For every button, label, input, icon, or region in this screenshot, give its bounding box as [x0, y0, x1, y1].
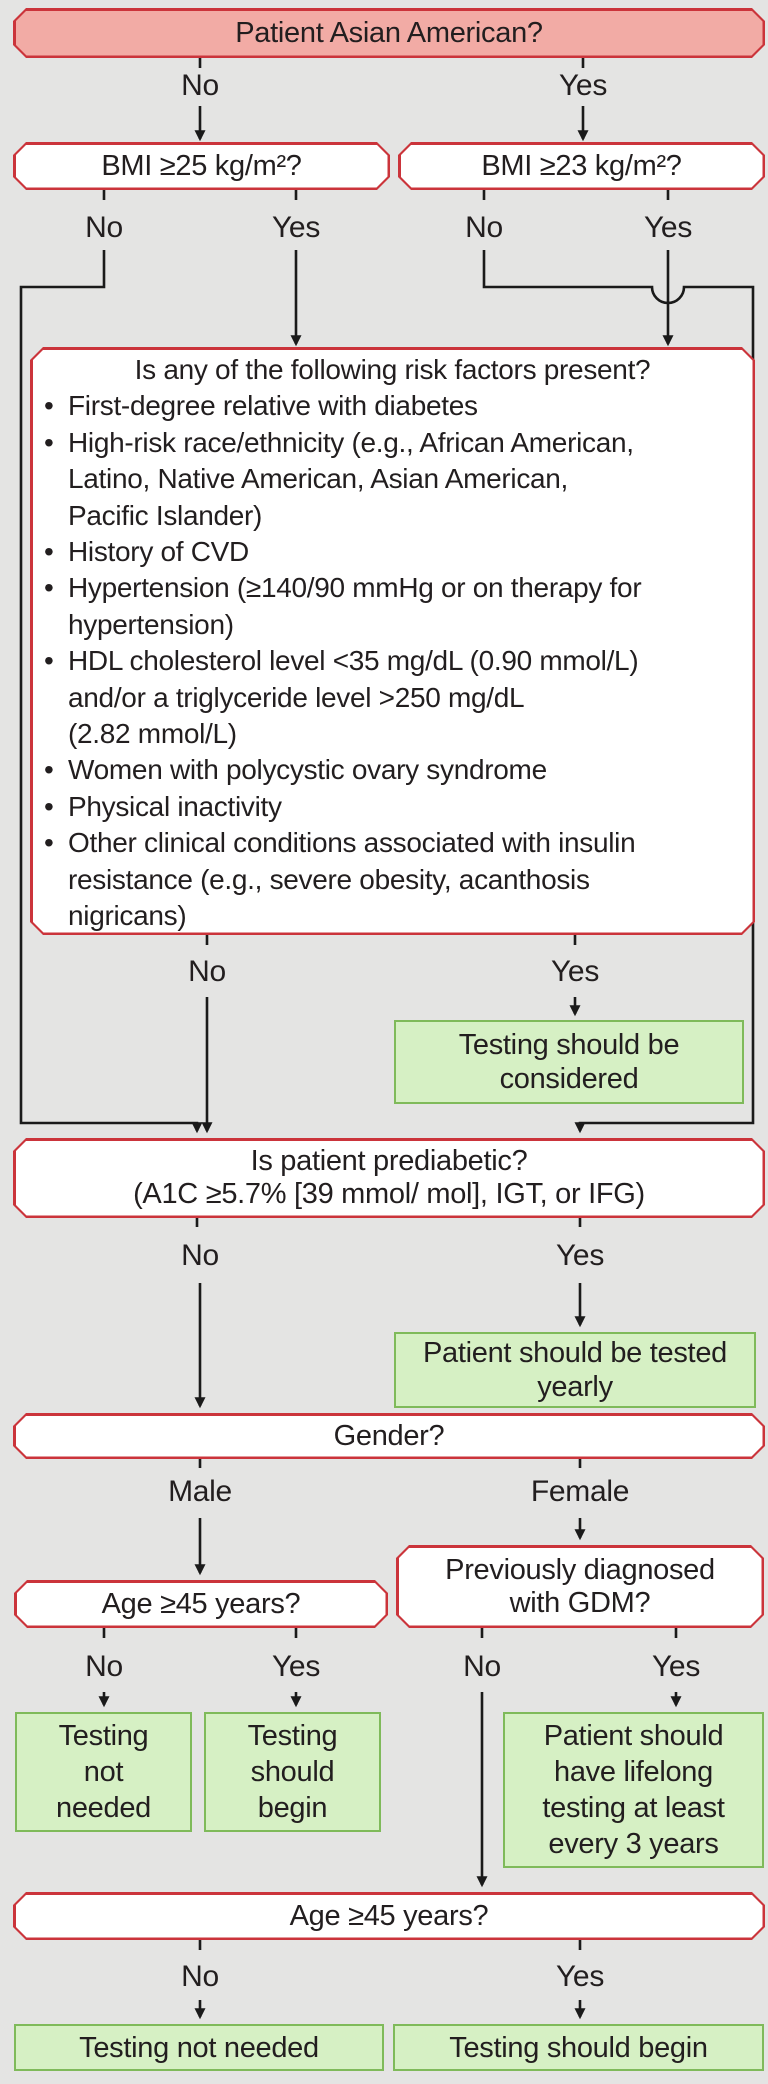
node-label: Age ≥45 years? [289, 1899, 489, 1932]
node-label-line: have lifelong [554, 1756, 713, 1788]
node-label-line: Patient should be tested [423, 1337, 727, 1369]
branch-label-bmi23-yes: Yes [643, 211, 693, 244]
edge-bmi23-no [482, 250, 755, 1134]
branch-label-age2-yes: Yes [555, 1960, 605, 1993]
branch-label-bmi25-no: No [85, 211, 123, 244]
node-lifelong-testing: Patient should have lifelong testing at … [503, 1712, 764, 1868]
node-testing-should-begin-wide: Testing should begin [393, 2024, 764, 2071]
risk-line: hypertension) [68, 608, 234, 640]
risk-line: Women with polycystic ovary syndrome [42, 752, 743, 789]
node-age-45-bottom: Age ≥45 years? [13, 1892, 765, 1940]
node-label-line: begin [257, 1792, 328, 1824]
branch-label-root-no: No [181, 69, 219, 102]
node-label-line: Is patient prediabetic? [250, 1145, 528, 1177]
node-label-line: Testing should be [458, 1029, 680, 1061]
branch-label-bmi23-no: No [465, 211, 503, 244]
node-label-line: testing at least [542, 1792, 725, 1824]
branch-label-bmi25-yes: Yes [271, 211, 321, 244]
node-label-line: Testing [247, 1720, 338, 1752]
node-label: Testing not needed [79, 2031, 319, 2064]
node-patient-asian-american: Patient Asian American? [13, 8, 765, 58]
branch-label-pre-yes: Yes [555, 1239, 605, 1272]
node-label-line: Previously diagnosed [445, 1553, 715, 1586]
node-is-patient-prediabetic: Is patient prediabetic? (A1C ≥5.7% [39 m… [13, 1138, 765, 1218]
node-label-line: yearly [537, 1371, 613, 1403]
node-gender: Gender? [13, 1413, 765, 1459]
node-risk-factors: Is any of the following risk factors pre… [30, 347, 755, 935]
node-label: Gender? [333, 1419, 445, 1452]
edge-stubs [102, 58, 678, 1950]
node-testing-not-needed-wide: Testing not needed [14, 2024, 384, 2071]
node-label-line: Testing [58, 1720, 149, 1752]
node-label-line: (A1C ≥5.7% [39 mmol/ mol], IGT, or IFG) [133, 1178, 645, 1210]
risk-line: resistance (e.g., severe obesity, acanth… [68, 863, 590, 895]
edge-bmi25-no [19, 250, 203, 1134]
branch-label-gender-male: Male [168, 1475, 232, 1508]
node-label-line: should [250, 1756, 335, 1788]
node-label-line: every 3 years [548, 1828, 719, 1860]
node-patient-tested-yearly: Patient should be tested yearly [394, 1332, 756, 1408]
branch-label-pre-no: No [181, 1239, 219, 1272]
branch-label-root-yes: Yes [558, 69, 608, 102]
node-label: Age ≥45 years? [101, 1587, 301, 1620]
node-label-line: considered [499, 1063, 639, 1095]
node-label: BMI ≥23 kg/m²? [481, 149, 682, 182]
risk-line: and/or a triglyceride level >250 mg/dL [68, 681, 525, 713]
branch-label-age2-no: No [181, 1960, 219, 1993]
node-age-45-male: Age ≥45 years? [14, 1580, 388, 1628]
node-previously-diagnosed-gdm: Previously diagnosed with GDM? [396, 1545, 764, 1628]
branch-label-gdm-yes: Yes [651, 1650, 701, 1683]
branch-label-age-yes: Yes [271, 1650, 321, 1683]
branch-label-gender-female: Female [530, 1475, 630, 1508]
risk-line: (2.82 mmol/L) [68, 718, 237, 750]
risk-line: First-degree relative with diabetes [42, 388, 743, 425]
node-label: Testing should begin [449, 2031, 708, 2064]
node-testing-not-needed-small: Testing not needed [15, 1712, 192, 1832]
node-label-line: with GDM? [509, 1586, 651, 1619]
branch-label-age-no: No [85, 1650, 123, 1683]
branch-label-gdm-no: No [463, 1650, 501, 1683]
risk-line: High-risk race/ethnicity (e.g., African … [42, 425, 743, 462]
node-label: Patient Asian American? [235, 16, 543, 49]
node-label-line: Patient should [543, 1720, 724, 1752]
node-testing-should-begin-small: Testing should begin [204, 1712, 381, 1832]
node-label-line: needed [56, 1792, 151, 1824]
risk-factors-title: Is any of the following risk factors pre… [134, 354, 651, 385]
node-label-line: not [83, 1756, 124, 1788]
node-bmi-23: BMI ≥23 kg/m²? [398, 142, 765, 190]
risk-line: Pacific Islander) [68, 499, 263, 531]
branch-label-risk-yes: Yes [550, 955, 600, 988]
risk-line: History of CVD [42, 534, 743, 571]
risk-line: Physical inactivity [42, 789, 743, 826]
risk-line: nigricans) [68, 900, 187, 932]
branch-label-risk-no: No [188, 955, 226, 988]
risk-line: Latino, Native American, Asian American, [68, 463, 569, 495]
node-label: BMI ≥25 kg/m²? [101, 149, 302, 182]
risk-line: Other clinical conditions associated wit… [42, 825, 743, 862]
node-testing-should-be-considered: Testing should be considered [394, 1020, 744, 1104]
node-bmi-25: BMI ≥25 kg/m²? [13, 142, 390, 190]
risk-line: HDL cholesterol level <35 mg/dL (0.90 mm… [42, 643, 743, 680]
risk-line: Hypertension (≥140/90 mmHg or on therapy… [42, 570, 743, 607]
